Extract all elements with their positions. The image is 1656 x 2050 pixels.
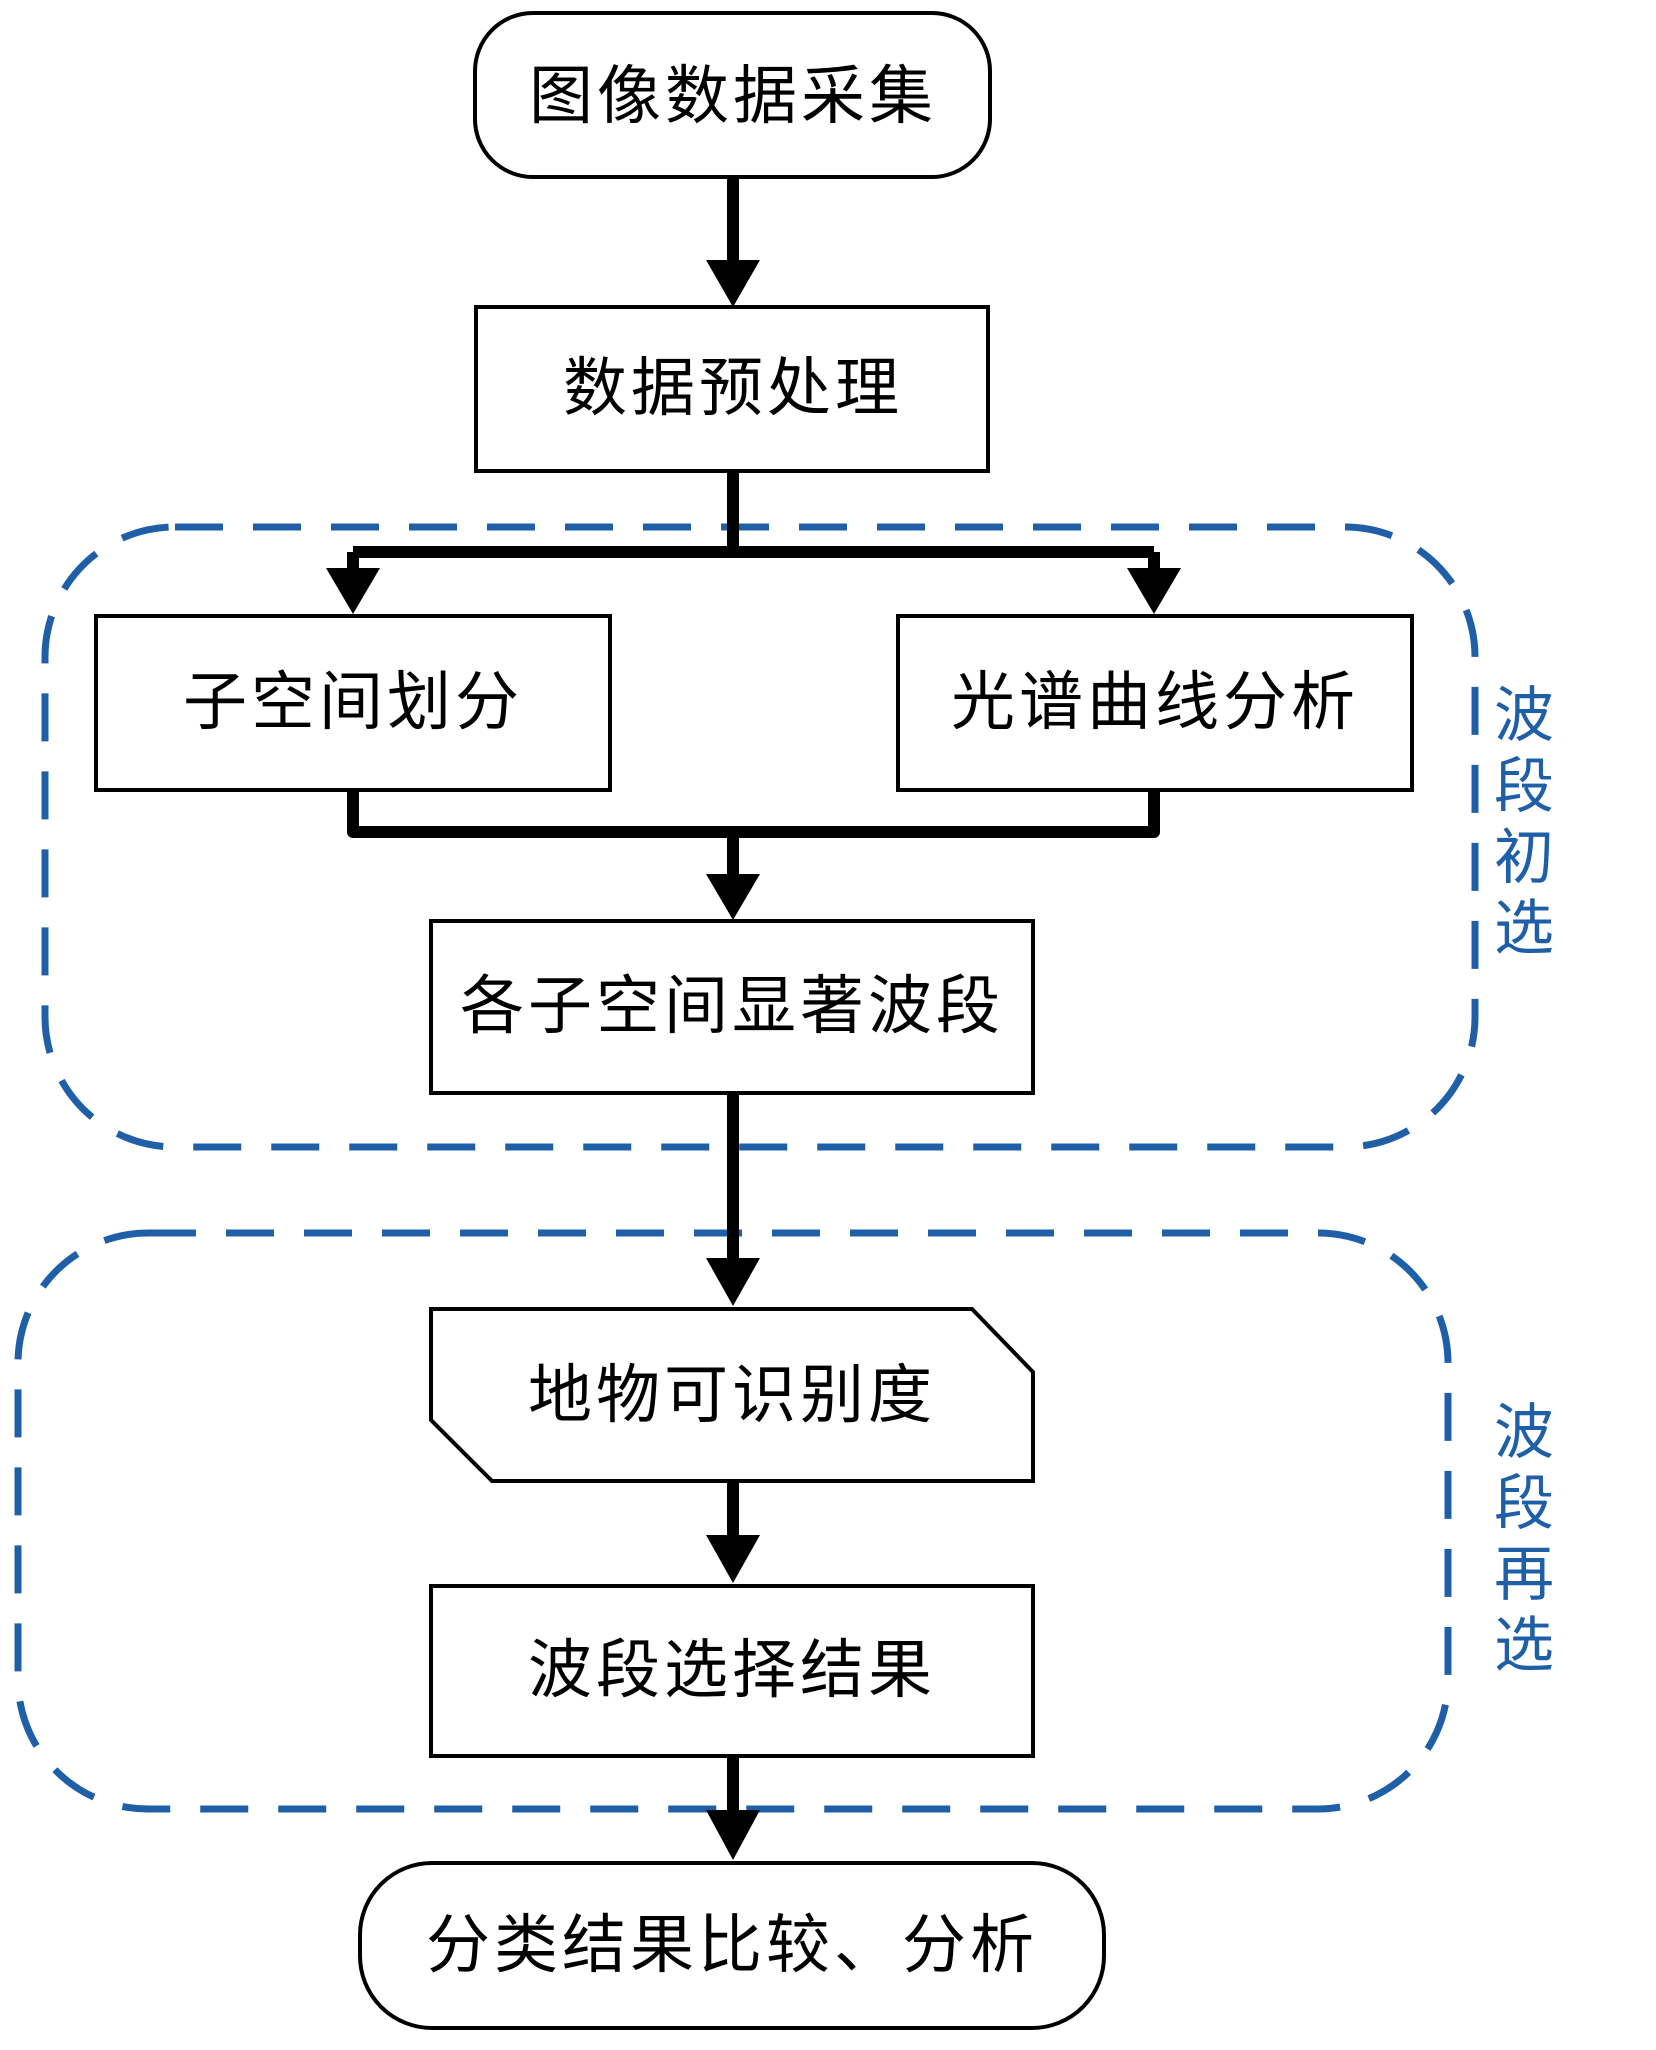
group-label-reselection-char: 选 xyxy=(1494,1611,1554,1681)
group-label-initial-char: 段 xyxy=(1494,752,1554,822)
group-label-reselection: 波 段 再 选 xyxy=(1494,1398,1554,1681)
node-significant-bands-label: 各子空间显著波段 xyxy=(460,970,1004,1044)
node-subspace-partition-label: 子空间划分 xyxy=(183,666,523,740)
node-classification-comparison-shape xyxy=(358,1861,1106,2030)
arrowhead-comparison xyxy=(706,1810,760,1860)
arrowhead-band-result xyxy=(706,1535,760,1583)
group-label-reselection-char: 段 xyxy=(1494,1469,1554,1539)
group-label-initial-char: 选 xyxy=(1494,894,1554,964)
node-spectral-curve-analysis-label: 光谱曲线分析 xyxy=(951,666,1359,740)
arrowhead-spectral-curve xyxy=(1127,568,1181,614)
node-object-separability-shape xyxy=(429,1307,1035,1483)
arrowhead-significant-bands xyxy=(706,874,760,920)
group-label-initial-selection: 波 段 初 选 xyxy=(1494,681,1554,964)
group-label-initial-char: 波 xyxy=(1494,681,1554,751)
connectors xyxy=(347,177,1160,1815)
node-band-selection-result-shape xyxy=(429,1584,1035,1758)
node-significant-bands-shape xyxy=(429,919,1035,1095)
connector-merge-to-significant-bands xyxy=(347,788,1160,880)
connector-preprocessing-split xyxy=(347,470,1160,572)
group-label-reselection-char: 再 xyxy=(1494,1540,1554,1610)
group-label-reselection-char: 波 xyxy=(1494,1398,1554,1468)
arrowhead-preprocessing xyxy=(706,260,760,307)
node-preprocessing-label: 数据预处理 xyxy=(563,352,903,426)
node-spectral-curve-analysis-shape xyxy=(896,614,1414,792)
group-label-initial-char: 初 xyxy=(1494,823,1554,893)
group-frame-initial-selection xyxy=(41,523,1479,1151)
node-image-acquisition-shape xyxy=(473,11,992,179)
arrowheads xyxy=(326,260,1181,1860)
node-preprocessing-shape xyxy=(474,305,990,473)
node-band-selection-result-label: 波段选择结果 xyxy=(528,1634,936,1708)
arrowhead-subspace-partition xyxy=(326,568,380,614)
node-subspace-partition-shape xyxy=(94,614,612,792)
node-classification-comparison-label: 分类结果比较、分析 xyxy=(426,1909,1038,1983)
node-image-acquisition-label: 图像数据采集 xyxy=(529,60,937,134)
node-object-separability-label: 地物可识别度 xyxy=(528,1359,936,1433)
arrowhead-separability xyxy=(706,1258,760,1306)
